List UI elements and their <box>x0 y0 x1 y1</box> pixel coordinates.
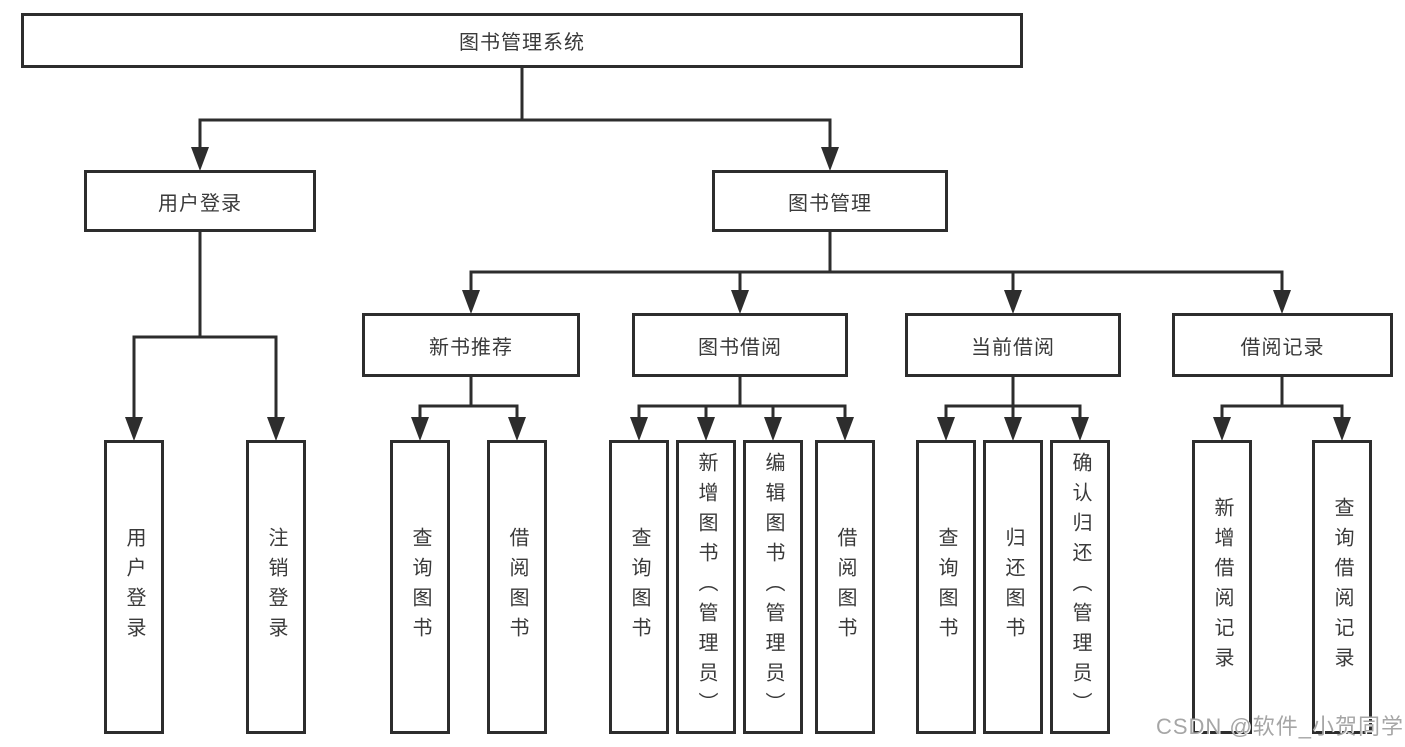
leaf-query-books-current: 查询图书 <box>916 440 976 734</box>
node-root: 图书管理系统 <box>21 13 1023 68</box>
leaf-add-borrow-record: 新增借阅记录 <box>1192 440 1252 734</box>
leaf-return-books: 归还图书 <box>983 440 1043 734</box>
leaf-edit-books-admin: 编辑图书（管理员） <box>743 440 803 734</box>
leaf-borrow-books-recommend: 借阅图书 <box>487 440 547 734</box>
node-book-management: 图书管理 <box>712 170 948 232</box>
leaf-user-login: 用户登录 <box>104 440 164 734</box>
leaf-borrow-books: 借阅图书 <box>815 440 875 734</box>
leaf-logout: 注销登录 <box>246 440 306 734</box>
node-new-book-recommendation: 新书推荐 <box>362 313 580 377</box>
watermark: CSDN @软件_小贺同学 <box>1155 714 1404 739</box>
leaf-confirm-return-admin: 确认归还（管理员） <box>1050 440 1110 734</box>
leaf-query-books-recommend: 查询图书 <box>390 440 450 734</box>
node-user-login: 用户登录 <box>84 170 316 232</box>
node-current-borrowing: 当前借阅 <box>905 313 1121 377</box>
node-borrowing-records: 借阅记录 <box>1172 313 1393 377</box>
leaf-query-books-borrowing: 查询图书 <box>609 440 669 734</box>
leaf-query-borrow-record: 查询借阅记录 <box>1312 440 1372 734</box>
leaf-add-books-admin: 新增图书（管理员） <box>676 440 736 734</box>
node-book-borrowing: 图书借阅 <box>632 313 848 377</box>
